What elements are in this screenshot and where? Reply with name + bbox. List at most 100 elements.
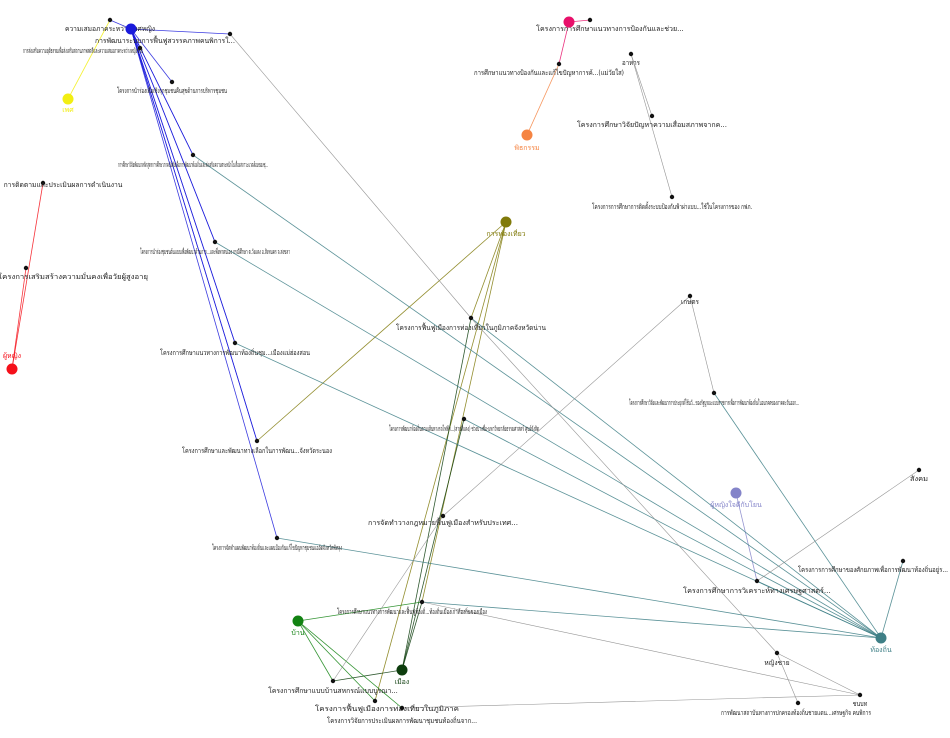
node-dot[interactable] [916,467,922,473]
node-dot[interactable] [900,558,906,564]
node-n22[interactable]: การจัดทำวางกฎหมายฟื้นฟูเมืองสำหรับประเทศ… [368,513,518,527]
node-n18[interactable]: เกษตร [681,293,699,306]
node-n29[interactable]: การพัฒนาสถาบันทางการปกครองท้องถิ่นชายแดน… [721,700,871,717]
node-dot[interactable] [628,51,634,57]
node-dot[interactable] [669,194,675,200]
hub-h_blue[interactable] [125,23,137,35]
hub-label: การท่องเที่ยว [486,229,525,238]
hub-dot[interactable] [292,615,304,627]
node-dot[interactable] [232,340,238,346]
node-dot[interactable] [372,698,378,704]
node-n5[interactable]: การศึกษาวิจัยพัฒนาหลักสูตรการศึกษาภาคบัง… [118,152,268,169]
node-n15[interactable]: โครงการศึกษาวิจัยปัญหาความเสื่อมสภาพจากค… [577,113,727,129]
node-dot[interactable] [399,705,405,711]
node-layer: ความเสมอภาคระหว่างเพศหญิงการพัฒนาระบบการ… [0,16,948,725]
node-dot[interactable] [754,578,760,584]
node-n31[interactable]: โครงการวิจัยการประเมินผลการพัฒนาชุมชนท้อ… [327,705,477,725]
node-n26[interactable]: หญิงชาย [764,650,790,667]
node-n7[interactable]: โครงการเสริมสร้างความมั่นคงเพื่อวัยผู้สู… [0,265,148,281]
hub-dot[interactable] [125,23,137,35]
node-dot[interactable] [795,700,801,706]
node-dot[interactable] [23,265,29,271]
edge-h_teal-n17-36 [470,317,882,639]
hub-dot[interactable] [6,363,18,375]
node-dot[interactable] [330,678,336,684]
hub-h_purple[interactable]: ผู้หญิงใจดีกับโยน [710,487,762,510]
node-n16[interactable]: โครงการการศึกษาการติดตั้งระบบป้องกันฟ้าผ… [592,194,752,211]
node-n24[interactable]: โครงการศึกษาการวิเคราะห์ทางเศรษฐศาสตร์..… [683,578,831,595]
edge-h_dkgreen-n20-24 [401,418,465,671]
node-dot[interactable] [137,45,143,51]
node-n17[interactable]: โครงการฟื้นฟูเมืองการท่องเที่ยวในภูมิภาค… [396,315,546,332]
node-dot[interactable] [440,513,446,519]
hub-h_pink[interactable] [563,16,575,28]
node-dot[interactable] [212,239,218,245]
edge-layer [11,19,920,709]
node-dot[interactable] [687,293,693,299]
node-n8[interactable]: โครงการนำร่องชุมชนต้นแบบเพื่อพัฒนาด้านกา… [140,239,290,256]
node-n23[interactable]: โครงการการศึกษาของศักยภาพเพื่อการพัฒนาท้… [798,558,948,574]
edge-h_dkgreen-n25-25 [401,601,423,671]
node-dot[interactable] [468,315,474,321]
hub-h_orange[interactable]: พิธกรรม [514,129,540,153]
node-n10[interactable]: โครงการศึกษาและพัฒนาทางเลือกในการพัฒน...… [182,438,332,455]
node-dot[interactable] [40,180,46,186]
hub-h_teal[interactable]: ท้องถิ่น [870,632,892,655]
hub-dot[interactable] [563,16,575,28]
node-n3[interactable]: การส่งเสริมความยุติธรรมเพื่อส่งเสริมสถาน… [23,45,143,55]
edge-h_blue-n8-7 [130,28,216,243]
node-label: โครงการพัฒนาท้องถิ่นตามเส้นทางรถไฟฟ้า...… [389,424,539,433]
edge-n6-h_women-14 [11,182,44,370]
node-dot[interactable] [419,599,425,605]
node-n19[interactable]: โครงการศึกษาวิจัยและพัฒนาการประยุกต์ใช้น… [629,390,799,407]
hub-h_yellow[interactable]: เพศ [62,93,74,115]
node-n4[interactable]: โครงการนำร่องเพื่อเชิงรุกชุมชนคืนสุขด้าน… [117,79,227,95]
edge-n26-n28-49 [776,652,861,696]
hub-dot[interactable] [396,664,408,676]
node-dot[interactable] [169,79,175,85]
node-n25[interactable]: โครงการศึกษาแนวทางการพัฒนาและฟื้นฟูท้องถ… [337,599,487,616]
hub-h_dkgreen[interactable]: เมือง [395,664,410,687]
node-dot[interactable] [556,61,562,67]
edge-h_dkgreen-n17-23 [401,317,472,671]
hub-dot[interactable] [500,216,512,228]
node-n6[interactable]: การติดตามและประเมินผลการดำเนินงาน [4,180,123,189]
node-dot[interactable] [461,416,467,422]
node-n2[interactable]: การพัฒนาระบบการฟื้นฟูสวรรคภาพคนพิการใ... [95,31,235,45]
edge-h_blue-n9-8 [130,28,236,344]
node-n14[interactable]: อาหาร [622,51,640,67]
hub-h_olive[interactable]: การท่องเที่ยว [486,216,526,239]
edge-h_olive-n10-19 [256,221,507,442]
node-dot[interactable] [274,535,280,541]
edge-h_olive-n30-21 [374,221,507,702]
node-dot[interactable] [587,17,593,23]
node-n21[interactable]: สังคม [910,467,928,483]
node-n28[interactable]: ชนบท [853,692,868,708]
node-dot[interactable] [254,438,260,444]
hub-dot[interactable] [875,632,887,644]
hub-dot[interactable] [62,93,74,105]
node-label: โครงการศึกษาแบบบ้านสหกรณ์แบบบูรณา... [268,686,398,695]
node-n12[interactable]: โครงการการศึกษาแนวทางการป้องกันและช่วย..… [536,17,684,33]
node-dot[interactable] [711,390,717,396]
edge-h_green-n25-30 [297,601,423,622]
node-dot[interactable] [107,17,113,23]
hub-h_women[interactable]: ผู้หญิง [3,352,21,375]
node-n1[interactable]: ความเสมอภาคระหว่างเพศหญิง [65,17,155,33]
node-dot[interactable] [227,31,233,37]
node-dot[interactable] [857,692,863,698]
node-n13[interactable]: การศึกษาแนวทางป้องกันและแก้ไขปัญหาการค้.… [474,61,624,77]
node-n30[interactable]: โครงการฟื้นฟูเมืองการท่องเที่ยวในภูมิภาค [315,698,459,713]
node-dot[interactable] [774,650,780,656]
node-n20[interactable]: โครงการพัฒนาท้องถิ่นตามเส้นทางรถไฟฟ้า...… [389,416,539,433]
edge-n25-n28-51 [421,601,861,696]
hub-dot[interactable] [730,487,742,499]
node-n11[interactable]: โครงการจัดทำแผนพัฒนาท้องถิ่นและแผนป้องกั… [212,535,342,552]
node-dot[interactable] [649,113,655,119]
node-n9[interactable]: โครงการศึกษาแนวทางการพัฒนาท้องถิ่นชุม...… [160,340,310,357]
hub-h_green[interactable]: บ้าน [291,615,305,638]
node-n27[interactable]: โครงการศึกษาแบบบ้านสหกรณ์แบบบูรณา... [268,678,398,695]
hub-dot[interactable] [521,129,533,141]
node-dot[interactable] [190,152,196,158]
